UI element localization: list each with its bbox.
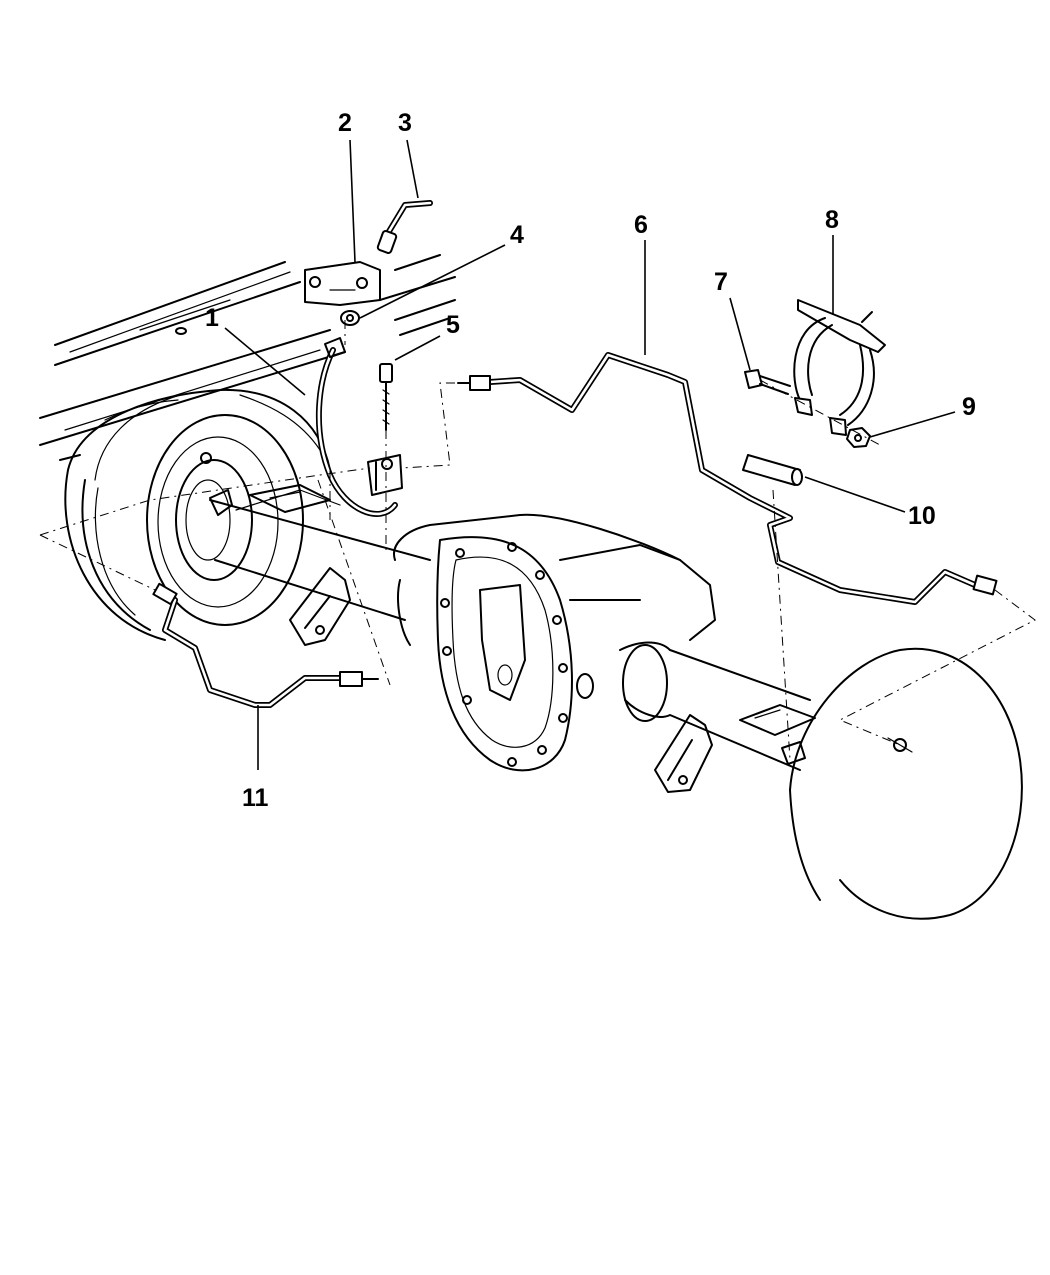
right-brake-tube xyxy=(457,352,998,605)
callout-8: 8 xyxy=(825,206,839,234)
brake-hose-upper-tube xyxy=(376,200,433,254)
hose-bracket xyxy=(304,261,381,306)
tube-sleeve xyxy=(742,454,803,486)
right-backing-plate xyxy=(789,647,1023,920)
callout-1: 1 xyxy=(205,304,219,332)
callout-7: 7 xyxy=(714,268,728,296)
left-tire xyxy=(64,388,331,641)
callout-3: 3 xyxy=(398,109,412,137)
clamp-nut xyxy=(846,427,871,448)
callout-2: 2 xyxy=(338,109,352,137)
clip-nut xyxy=(340,310,360,326)
callout-9: 9 xyxy=(962,393,976,421)
callout-10: 10 xyxy=(908,502,936,530)
left-brake-tube xyxy=(152,582,379,708)
left-brake-drum xyxy=(146,414,304,626)
frame-rail xyxy=(39,254,456,461)
clamp-bolt xyxy=(744,369,791,395)
leader-lines xyxy=(224,139,956,770)
assembly-lines xyxy=(39,320,1036,761)
axle-housing xyxy=(209,484,816,793)
block-bolt xyxy=(379,363,393,431)
callout-6: 6 xyxy=(634,211,648,239)
callout-5: 5 xyxy=(446,311,460,339)
junction-block xyxy=(367,454,403,496)
callout-11: 11 xyxy=(242,784,269,812)
tube-clamp xyxy=(793,299,886,436)
callout-numbers: 1 2 3 4 5 6 7 8 9 10 11 xyxy=(205,109,976,812)
callout-4: 4 xyxy=(510,221,524,249)
